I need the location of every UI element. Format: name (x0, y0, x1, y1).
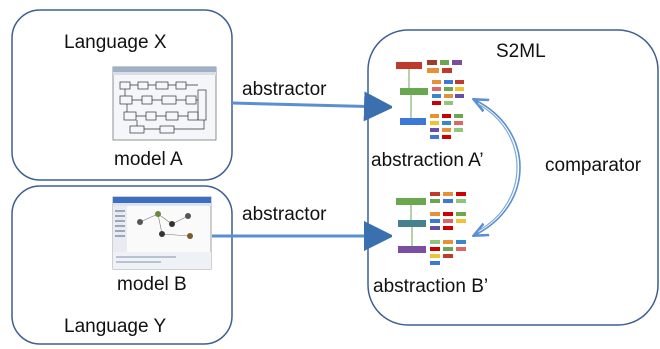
language-y-label: Language Y (64, 316, 167, 337)
comparator-label: comparator (545, 155, 642, 176)
s2ml-label: S2ML (496, 41, 546, 62)
comparator-arrow (475, 100, 521, 235)
abstractor-label-bottom: abstractor (242, 204, 327, 225)
comparator-arrow-inner (477, 103, 518, 232)
model-b-label: model B (117, 274, 187, 295)
abstraction-b-thumbnail (392, 190, 472, 272)
abstractor-label-top: abstractor (242, 79, 327, 100)
model-a-label: model A (114, 149, 183, 170)
abstractor-arrow-top (231, 91, 394, 122)
abstraction-a-thumbnail (392, 58, 466, 146)
abstraction-b-label: abstraction B’ (373, 276, 489, 297)
model-a-thumbnail (112, 66, 217, 141)
abstraction-a-label: abstraction A’ (371, 150, 484, 171)
language-x-label: Language X (64, 32, 167, 53)
model-b-thumbnail (112, 196, 212, 270)
